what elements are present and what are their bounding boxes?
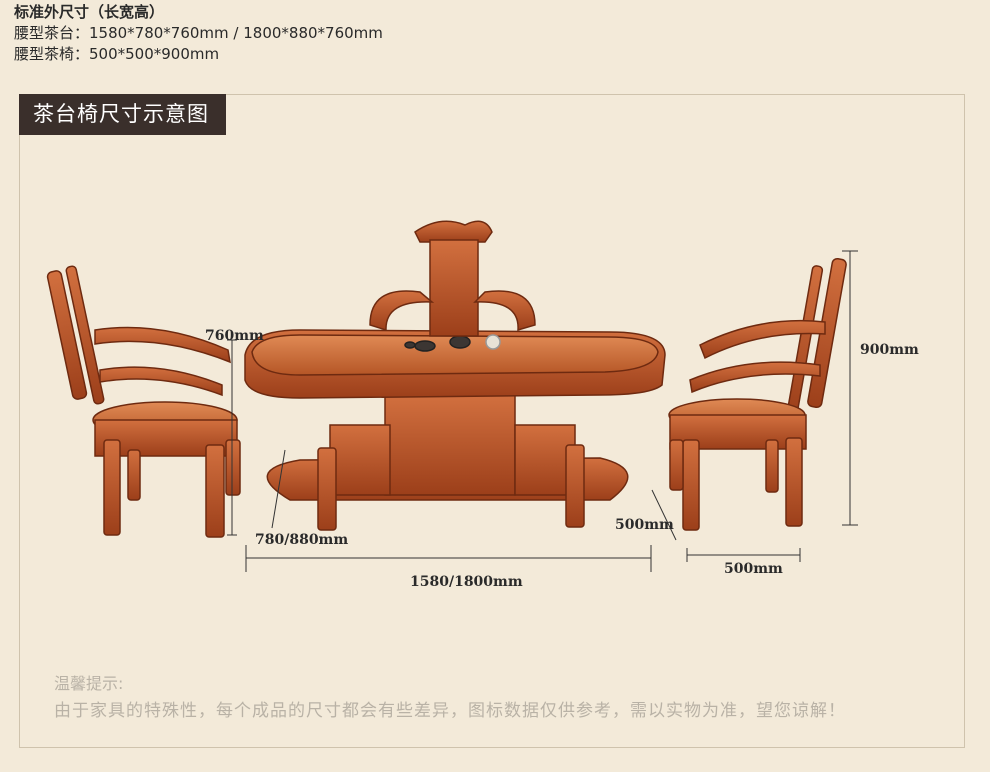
diagram-frame <box>19 94 965 748</box>
note-text: 由于家具的特殊性，每个成品的尺寸都会有些差异，图标数据仅供参考，需以实物为准，望… <box>54 701 846 721</box>
specs-block: 标准外尺寸（长宽高） 腰型茶台：1580*780*760mm / 1800*88… <box>14 2 383 65</box>
dimension-lines <box>227 250 858 572</box>
tea-table <box>244 329 666 531</box>
specs-chair-size: 腰型茶椅：500*500*900mm <box>14 45 220 63</box>
dim-table-height: 760mm <box>205 328 264 344</box>
back-chair <box>369 220 536 337</box>
dim-table-length: 1580/1800mm <box>410 574 523 590</box>
specs-table-size: 腰型茶台：1580*780*760mm / 1800*880*760mm <box>14 24 383 42</box>
dim-chair-width: 500mm <box>724 561 783 577</box>
note-title: 温馨提示: <box>54 674 124 693</box>
right-chair <box>668 257 847 531</box>
left-chair <box>46 265 241 538</box>
diagram-title-badge: 茶台椅尺寸示意图 <box>19 94 226 135</box>
dim-table-depth: 780/880mm <box>255 532 349 548</box>
specs-heading: 标准外尺寸（长宽高） <box>14 3 165 21</box>
dim-chair-depth: 500mm <box>615 517 674 533</box>
dim-chair-height: 900mm <box>860 342 919 358</box>
